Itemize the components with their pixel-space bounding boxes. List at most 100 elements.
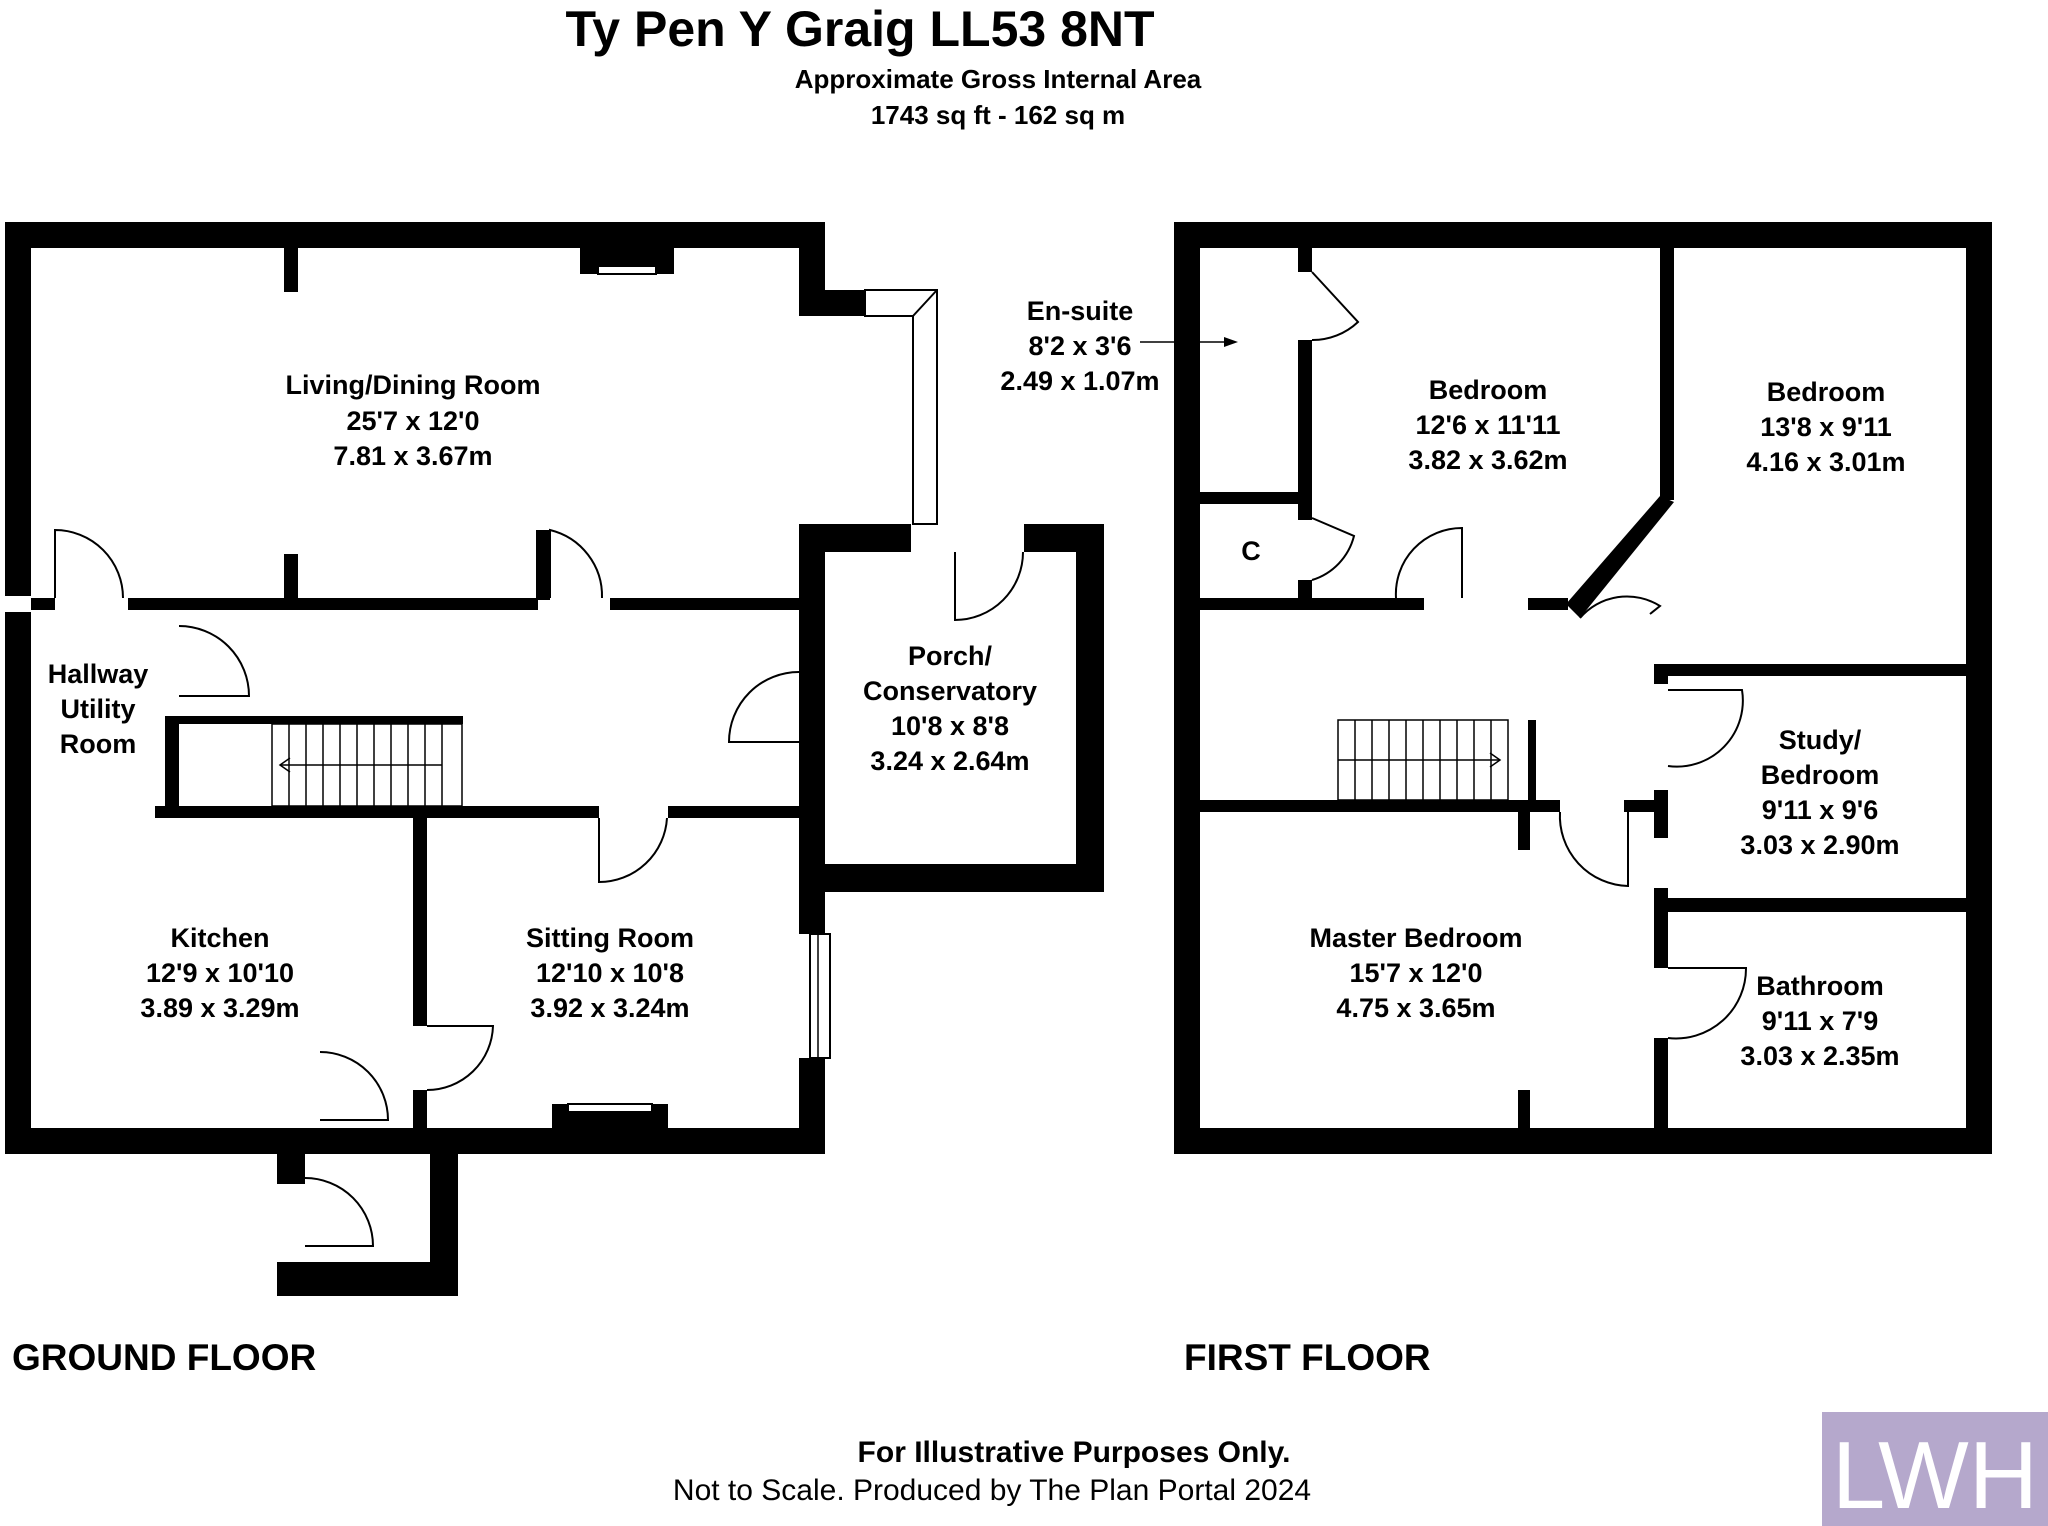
bed1-bed2-wall [1660,248,1674,500]
credit-text: Not to Scale. Produced by The Plan Porta… [673,1474,1311,1507]
master-bedroom-imperial: 15'7 x 12'0 [1350,958,1483,988]
porch-hall-wall-2 [799,742,825,822]
study-wall-mid [1654,790,1668,838]
ff-stairs [1337,719,1509,801]
master-top-wall-b [1624,800,1668,812]
kitchen-imperial: 12'9 x 10'10 [146,958,294,988]
bath-wall-low [1654,1038,1668,1128]
ensuite-metric: 2.49 x 1.07m [1000,366,1159,396]
porch-wall-top-left [799,524,911,552]
porch-wall-bottom [825,864,1104,892]
hall-wall-a [31,598,55,610]
ff-wall-right [1966,222,1992,1154]
sitting-window [809,933,831,1059]
lwh-logo: LWH [1822,1412,2048,1526]
bay-window [864,289,938,525]
bedroom1-metric: 3.82 x 3.62m [1408,445,1567,475]
kitchen-top-wall-b [668,806,799,818]
entry-wall-bottom [277,1262,458,1296]
gf-wall-bottom-left [5,1128,425,1154]
bed2-study-wall [1654,664,1966,676]
cupboard-label: C [1241,536,1261,566]
ground-floor-plan: Living/Dining Room 25'7 x 12'0 7.81 x 3.… [5,222,1104,1378]
living-pier-2 [284,554,298,600]
ff-wall-left [1174,222,1200,1154]
bedroom1-name: Bedroom [1429,375,1548,405]
study-wall-stub [1654,664,1668,684]
landing-wall-b [1528,598,1568,610]
disclaimer-text: For Illustrative Purposes Only. [858,1436,1291,1469]
sitting-room-imperial: 12'10 x 10'8 [536,958,684,988]
study-bath-wall [1654,898,1966,912]
landing-wall-a [1200,598,1424,610]
living-pier-3 [536,530,550,600]
gf-wall-left-lower [5,612,31,1154]
living-room-metric: 7.81 x 3.67m [333,441,492,471]
area-subtitle: Approximate Gross Internal Area [795,64,1202,94]
gf-wall-right-mid [799,524,825,934]
bathroom-name: Bathroom [1756,971,1884,1001]
bathroom-imperial: 9'11 x 7'9 [1762,1006,1878,1036]
porch-wall-right [1076,524,1104,892]
bedroom1-imperial: 12'6 x 11'11 [1416,410,1561,440]
ensuite-wall-b [1298,340,1312,520]
logo-text: LWH [1832,1422,2038,1526]
ensuite-name: En-suite [1027,296,1134,326]
entry-wall-left [277,1128,305,1184]
stair-top-wall [179,716,463,724]
gf-stairs [271,723,463,807]
master-top-wall-a [1200,800,1560,812]
first-floor-label: FIRST FLOOR [1184,1337,1431,1378]
cupboard-wall-low [1298,580,1312,600]
bedroom2-imperial: 13'8 x 9'11 [1760,412,1891,442]
hallway-line2: Utility [60,694,135,724]
gf-wall-top [5,222,825,248]
first-floor-plan: En-suite 8'2 x 3'6 2.49 x 1.07m Bedroom … [1000,222,1992,1378]
master-bedroom-name: Master Bedroom [1309,923,1522,953]
living-pier-1 [284,248,298,292]
porch-metric: 3.24 x 2.64m [870,746,1029,776]
area-value: 1743 sq ft - 162 sq m [871,100,1125,130]
ff-wall-bottom [1174,1128,1992,1154]
bedroom2-metric: 4.16 x 3.01m [1746,447,1905,477]
gf-wall-step [799,290,865,316]
gf-wall-right-bottom [799,1058,825,1154]
porch-imperial: 10'8 x 8'8 [891,711,1009,741]
hallway-line1: Hallway [48,659,149,689]
gf-wall-bottom-right [400,1128,825,1154]
porch-hall-wall [799,610,825,672]
bathroom-metric: 3.03 x 2.35m [1740,1041,1899,1071]
stair-rail [1528,720,1536,810]
page-title: Ty Pen Y Graig LL53 8NT [565,1,1154,57]
ensuite-wall-bottom [1200,492,1312,504]
master-pier-top [1518,812,1530,850]
kitchen-sitting-wall [413,818,427,1026]
master-bedroom-metric: 4.75 x 3.65m [1336,993,1495,1023]
hall-wall-b [128,598,538,610]
study-line1: Study/ [1779,725,1862,755]
kitchen-top-wall-a [155,806,599,818]
porch-line2: Conservatory [863,676,1037,706]
gf-doors [54,528,1024,1247]
ensuite-wall-a [1298,248,1312,272]
living-room-imperial: 25'7 x 12'0 [347,406,480,436]
diagonal-wall [1566,496,1674,618]
sitting-room-metric: 3.92 x 3.24m [530,993,689,1023]
bedroom2-name: Bedroom [1767,377,1886,407]
kitchen-name: Kitchen [170,923,269,953]
kitchen-sitting-wall-low [413,1090,427,1128]
ensuite-imperial: 8'2 x 3'6 [1029,331,1132,361]
living-room-name: Living/Dining Room [286,370,541,400]
ground-floor-label: GROUND FLOOR [12,1337,316,1378]
study-line2: Bedroom [1761,760,1880,790]
sitting-room-name: Sitting Room [526,923,694,953]
kitchen-metric: 3.89 x 3.29m [140,993,299,1023]
study-imperial: 9'11 x 9'6 [1762,795,1878,825]
porch-line1: Porch/ [908,641,993,671]
master-pier-bottom [1518,1090,1530,1128]
hall-wall-c [610,598,799,610]
ff-doors [1311,271,1748,1040]
utility-wall-v [165,716,179,806]
ff-wall-top [1174,222,1992,248]
